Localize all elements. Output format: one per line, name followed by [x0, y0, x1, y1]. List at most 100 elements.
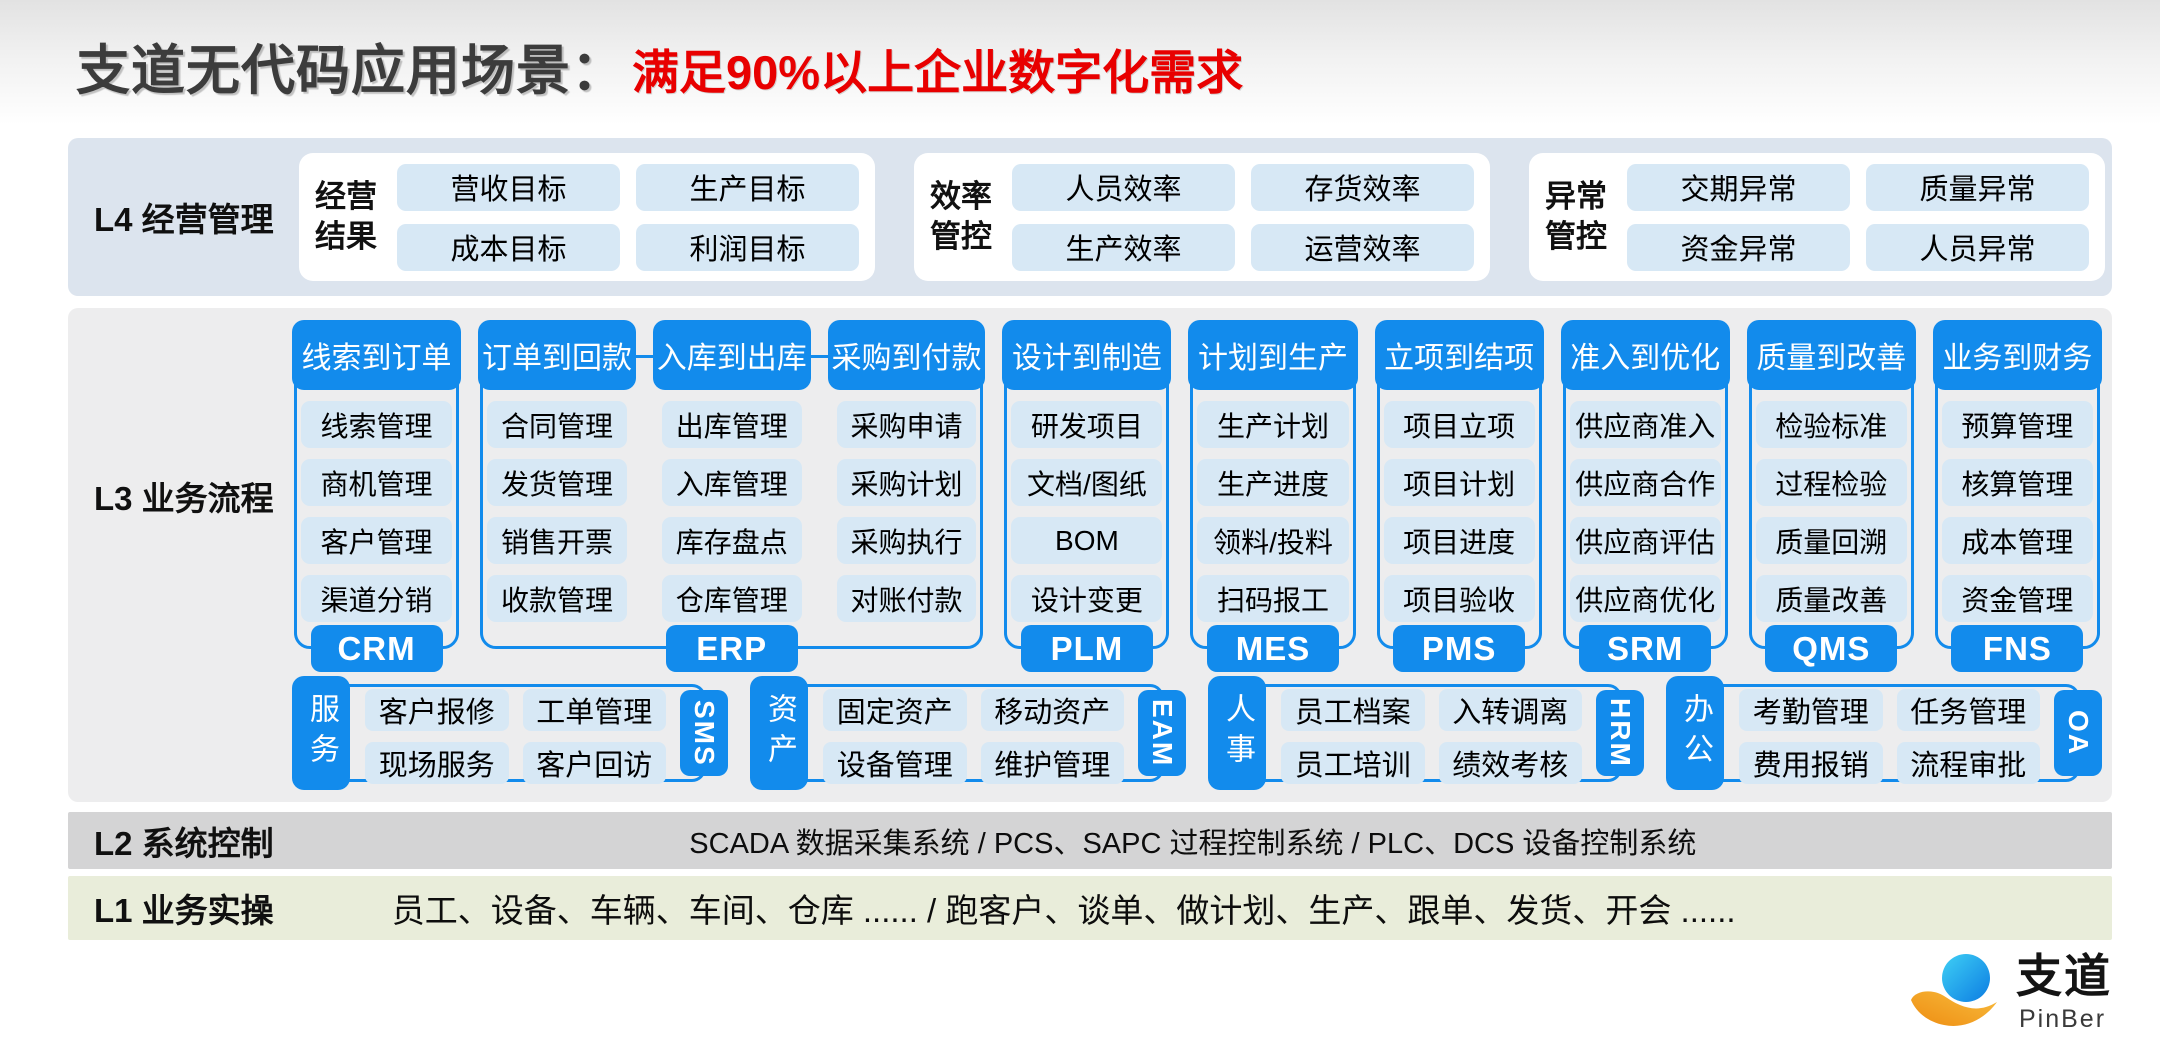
l4-layer-label: L4 经营管理	[94, 201, 274, 238]
l4-chip-grid: 人员效率存货效率生产效率运营效率	[1012, 163, 1474, 271]
flow-badge-qms: QMS	[1765, 625, 1898, 672]
flow-column-header: 业务到财务	[1932, 320, 2102, 390]
l1-layer-label: L1 业务实操	[94, 892, 274, 929]
flow-badge-srm: SRM	[1579, 625, 1712, 672]
layer-l2-system-control: L2 系统控制 SCADA 数据采集系统 / PCS、SAPC 过程控制系统 /…	[68, 812, 2112, 869]
service-chip: 工单管理	[522, 689, 666, 731]
flow-chip: 供应商评估	[1569, 517, 1721, 564]
service-chip: 费用报销	[1739, 742, 1883, 784]
brand-logo-text: 支道 PinBer	[2016, 950, 2112, 1034]
service-chip: 入转调离	[1438, 689, 1582, 731]
l4-chip: 资金异常	[1627, 223, 1850, 271]
flow-column-header: 线索到订单	[292, 320, 462, 390]
flow-chip: 设计变更	[1011, 575, 1163, 622]
flow-chip: 采购申请	[836, 401, 977, 448]
flow-columns: 准入到优化供应商准入供应商合作供应商评估供应商优化	[1560, 320, 1730, 672]
l4-chip: 利润目标	[636, 223, 859, 271]
flow-chip: 库存盘点	[661, 517, 802, 564]
flow-column: 采购到付款采购申请采购计划采购执行对账付款	[827, 320, 986, 672]
service-chip: 员工档案	[1281, 689, 1425, 731]
flow-chip: 研发项目	[1011, 401, 1163, 448]
l4-card: 异常管控交期异常质量异常资金异常人员异常	[1529, 153, 2105, 281]
l4-chip-grid: 营收目标生产目标成本目标利润目标	[397, 163, 859, 271]
l4-chip-grid: 交期异常质量异常资金异常人员异常	[1627, 163, 2089, 271]
service-chip: 流程审批	[1896, 742, 2040, 784]
service-tab-left: 服务	[292, 676, 350, 790]
flow-column-header: 入库到出库	[652, 320, 811, 390]
flow-chip: 核算管理	[1941, 459, 2093, 506]
l4-chip: 人员异常	[1866, 223, 2089, 271]
brand-logo-icon	[1911, 954, 1997, 1026]
service-chip-grid: 客户报修工单管理现场服务客户回访	[365, 689, 666, 784]
flow-chip: 采购执行	[836, 517, 977, 564]
brand-subname: PinBer	[2019, 1004, 2107, 1033]
flow-chip: 线索管理	[301, 401, 453, 448]
service-chip: 员工培训	[1281, 742, 1425, 784]
flow-column-header: 准入到优化	[1560, 320, 1730, 390]
l2-systems-text: SCADA 数据采集系统 / PCS、SAPC 过程控制系统 / PLC、DCS…	[689, 827, 1697, 860]
flow-chip: 销售开票	[487, 517, 627, 564]
service-chip: 设备管理	[823, 742, 967, 784]
service-chip: 考勤管理	[1739, 689, 1883, 731]
l4-chip: 营收目标	[397, 163, 620, 211]
flow-chip: 质量回溯	[1755, 517, 1907, 564]
service-chip-grid: 固定资产移动资产设备管理维护管理	[823, 689, 1124, 784]
flow-columns: 订单到回款合同管理发货管理销售开票收款管理入库到出库出库管理入库管理库存盘点仓库…	[478, 320, 986, 672]
l4-card: 效率管控人员效率存货效率生产效率运营效率	[914, 153, 1490, 281]
flow-column-header: 订单到回款	[478, 320, 636, 390]
flow-chip: 合同管理	[487, 401, 627, 448]
flow-chip: 项目立项	[1383, 401, 1535, 448]
l4-chip: 交期异常	[1627, 163, 1850, 211]
flow-column: 线索到订单线索管理商机管理客户管理渠道分销	[292, 320, 462, 672]
flow-chip: 出库管理	[661, 401, 802, 448]
flow-chip: 项目进度	[1383, 517, 1535, 564]
l4-cards: 经营结果营收目标生产目标成本目标利润目标效率管控人员效率存货效率生产效率运营效率…	[299, 153, 2105, 281]
page-title: 支道无代码应用场景：满足90%以上企业数字化需求	[76, 38, 1243, 118]
flow-chip: 生产计划	[1197, 401, 1349, 448]
flow-chip: 供应商合作	[1569, 459, 1721, 506]
flow-column-header: 立项到结项	[1374, 320, 1544, 390]
logo-swoosh	[1911, 991, 1997, 1026]
l4-chip: 存货效率	[1251, 163, 1474, 211]
service-tab-right: SMS	[680, 690, 728, 776]
l4-card: 经营结果营收目标生产目标成本目标利润目标	[299, 153, 875, 281]
l4-card-label: 经营结果	[315, 178, 377, 254]
flow-chip: BOM	[1011, 517, 1163, 564]
service-chip: 客户报修	[365, 689, 509, 731]
flow-chip: 渠道分销	[301, 575, 453, 622]
flow-chip: 扫码报工	[1197, 575, 1349, 622]
flow-badge-erp: ERP	[665, 625, 798, 672]
flow-chip: 项目计划	[1383, 459, 1535, 506]
flow-column: 计划到生产生产计划生产进度领料/投料扫码报工	[1188, 320, 1358, 672]
service-chip-grid: 考勤管理任务管理费用报销流程审批	[1739, 689, 2040, 784]
flow-column: 质量到改善检验标准过程检验质量回溯质量改善	[1746, 320, 1916, 672]
flow-column: 入库到出库出库管理入库管理库存盘点仓库管理	[652, 320, 811, 672]
flow-column: 准入到优化供应商准入供应商合作供应商评估供应商优化	[1560, 320, 1730, 672]
flow-column-header: 质量到改善	[1746, 320, 1916, 390]
l4-chip: 成本目标	[397, 223, 620, 271]
flow-chip: 成本管理	[1941, 517, 2093, 564]
logo-circle	[1942, 954, 1990, 1002]
flow-chip: 生产进度	[1197, 459, 1349, 506]
flow-chip: 收款管理	[487, 575, 627, 622]
brand-name: 支道	[2016, 950, 2112, 1002]
flow-chip: 过程检验	[1755, 459, 1907, 506]
flow-chip: 检验标准	[1755, 401, 1907, 448]
service-tab-left: 资产	[750, 676, 808, 790]
l4-chip: 质量异常	[1866, 163, 2089, 211]
service-tab-right: OA	[2054, 690, 2102, 776]
service-chip: 客户回访	[522, 742, 666, 784]
flow-chip: 资金管理	[1941, 575, 2093, 622]
service-tab-left: 人事	[1208, 676, 1266, 790]
flow-columns: 立项到结项项目立项项目计划项目进度项目验收	[1374, 320, 1544, 672]
